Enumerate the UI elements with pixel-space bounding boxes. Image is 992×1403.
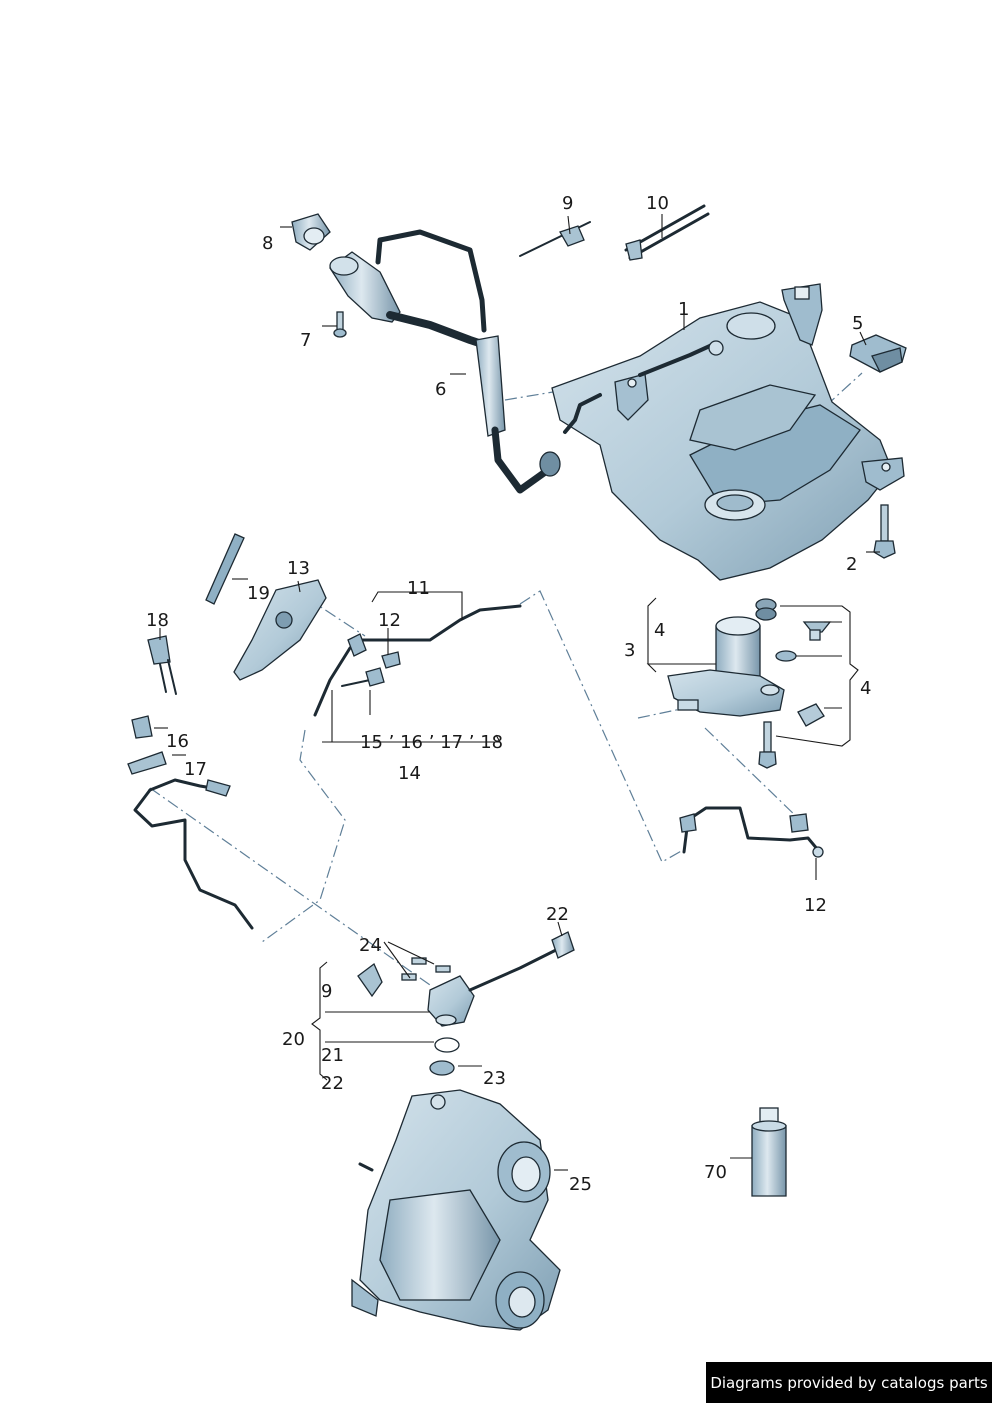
callout-11: 11 xyxy=(407,578,430,599)
callout-4-left: 4 xyxy=(654,620,666,641)
part-21-o-ring xyxy=(434,1037,460,1053)
part-25-catalytic-converter xyxy=(351,1089,561,1331)
callout-3: 3 xyxy=(624,640,636,661)
callout-22-lower: 22 xyxy=(321,1073,344,1094)
part-3-pump xyxy=(667,616,785,717)
callout-25: 25 xyxy=(569,1174,592,1195)
part-1-tank xyxy=(551,283,905,581)
callout-5: 5 xyxy=(852,313,864,334)
callout-2: 2 xyxy=(846,554,858,575)
callout-9-top: 9 xyxy=(562,193,574,214)
part-9-clip xyxy=(519,221,591,257)
part-5-bracket xyxy=(849,334,907,373)
callout-13: 13 xyxy=(287,558,310,579)
part-11-harness xyxy=(313,604,522,717)
callout-4-right: 4 xyxy=(860,678,872,699)
part-8-filler-cap xyxy=(291,213,331,251)
callout-8: 8 xyxy=(262,233,274,254)
callout-12-upper: 12 xyxy=(378,610,401,631)
callout-7: 7 xyxy=(300,330,312,351)
callout-9-lower: 9 xyxy=(321,981,333,1002)
callout-22-top: 22 xyxy=(546,904,569,925)
part-13-holder xyxy=(233,579,327,681)
part-70-bottle xyxy=(751,1107,787,1197)
part-23-clamp xyxy=(429,1060,455,1076)
part-16-clip xyxy=(131,715,153,739)
part-10-cable-tie xyxy=(624,204,710,261)
callout-19: 19 xyxy=(247,583,270,604)
part-9-bracket-lower xyxy=(357,962,383,998)
part-4-seals xyxy=(755,598,832,769)
part-19-gasket-strip xyxy=(205,533,245,605)
callout-20: 20 xyxy=(282,1029,305,1050)
callout-12-lower: 12 xyxy=(804,895,827,916)
part-7-screw xyxy=(333,311,347,338)
callout-21: 21 xyxy=(321,1045,344,1066)
leader-lines xyxy=(154,214,880,1171)
callout-70: 70 xyxy=(704,1162,727,1183)
callout-15-16-17-18: 15 ’ 16 ’ 17 ’ 18 xyxy=(360,732,504,753)
part-20-injector xyxy=(427,931,575,1027)
callout-24: 24 xyxy=(359,935,382,956)
part-2-bolt xyxy=(873,504,896,559)
credit-banner: Diagrams provided by catalogs parts xyxy=(706,1362,992,1403)
callout-23: 23 xyxy=(483,1068,506,1089)
callout-1: 1 xyxy=(678,299,690,320)
callout-10: 10 xyxy=(646,193,669,214)
part-17-harness xyxy=(127,751,254,930)
part-6-filler-pipe xyxy=(329,229,602,494)
callout-17: 17 xyxy=(184,759,207,780)
part-12-harness xyxy=(679,806,824,858)
part-18-connector xyxy=(147,635,177,695)
callout-6: 6 xyxy=(435,379,447,400)
callout-16: 16 xyxy=(166,731,189,752)
callout-18: 18 xyxy=(146,610,169,631)
callout-14: 14 xyxy=(398,763,421,784)
